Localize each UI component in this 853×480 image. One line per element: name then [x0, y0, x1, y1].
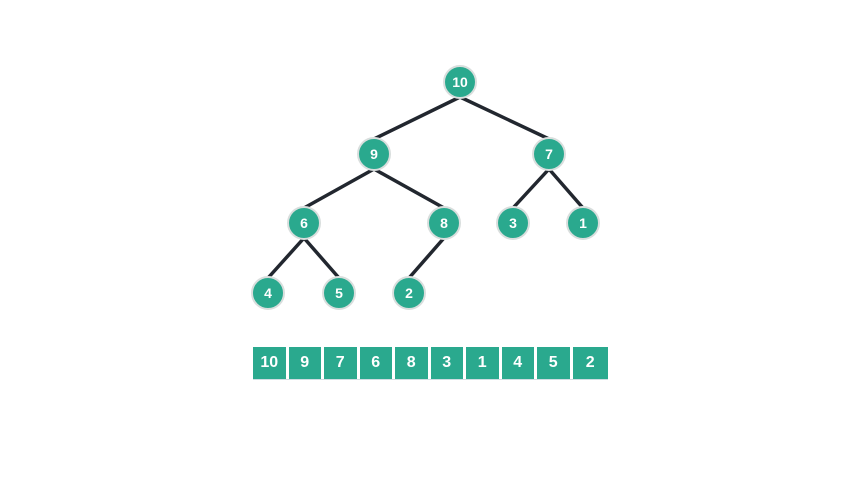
tree-node-6: 6 — [287, 206, 321, 240]
tree-node-9: 9 — [357, 137, 391, 171]
array-cell-1: 1 — [466, 347, 502, 379]
array-cell-2: 2 — [572, 347, 608, 379]
tree-node-3: 3 — [496, 206, 530, 240]
array-cell-3: 3 — [430, 347, 466, 379]
array-cell-10: 10 — [253, 347, 289, 379]
array-cell-9: 9 — [288, 347, 324, 379]
tree-node-10: 10 — [443, 65, 477, 99]
tree-node-4: 4 — [251, 276, 285, 310]
tree-node-2: 2 — [392, 276, 426, 310]
array-cell-6: 6 — [359, 347, 395, 379]
tree-node-8: 8 — [427, 206, 461, 240]
array-cell-7: 7 — [324, 347, 360, 379]
array-cell-5: 5 — [537, 347, 573, 379]
tree-node-1: 1 — [566, 206, 600, 240]
array-cell-8: 8 — [395, 347, 431, 379]
tree-node-7: 7 — [532, 137, 566, 171]
array-cell-4: 4 — [501, 347, 537, 379]
tree-node-5: 5 — [322, 276, 356, 310]
